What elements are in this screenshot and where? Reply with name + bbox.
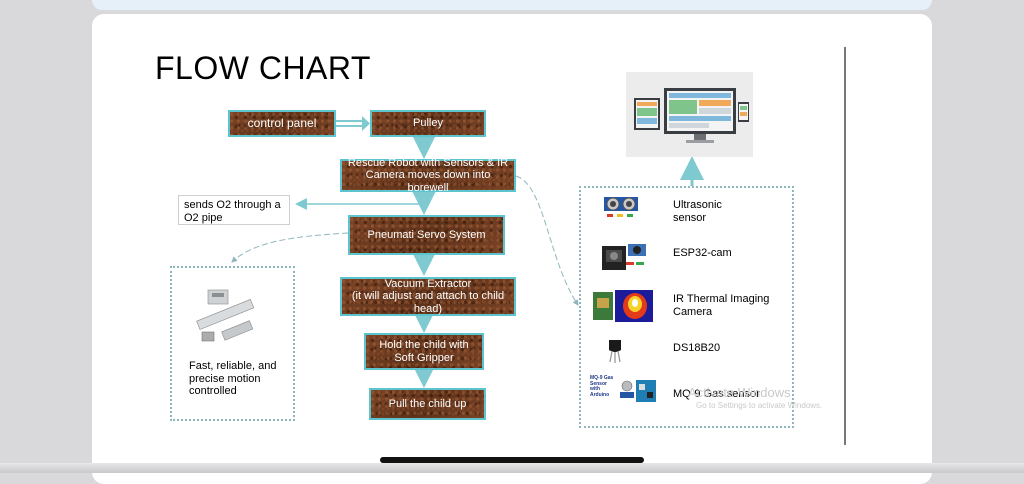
home-indicator-bar[interactable] [380, 457, 644, 463]
sensors-box [579, 186, 794, 428]
sensor-label-thermal: IR Thermal Imaging Camera [673, 293, 770, 318]
arrow-control-to-pulley [336, 116, 370, 131]
vacuum-extractor-desc: (it will adjust and attach to child head… [351, 290, 505, 315]
temperature-sensor-icon [609, 340, 621, 363]
hold-child-label: Hold the child with Soft Gripper [379, 338, 469, 364]
esp32-cam-icon [602, 244, 646, 270]
motion-box: Fast, reliable, and precise motion contr… [170, 266, 295, 421]
arrow-robot-to-sensors [515, 175, 579, 306]
slide-divider-line [844, 47, 846, 445]
gas-sensor-icon: MQ-9 Gas Sensor with Arduino [590, 375, 660, 408]
pulley-box: Pulley [370, 110, 486, 137]
connector-layer [231, 116, 704, 388]
previous-slide-edge [92, 0, 932, 10]
pneumatic-servo-label: Pneumati Servo System [367, 228, 486, 241]
gas-sensor-thumb-text: MQ-9 Gas Sensor with Arduino [590, 375, 614, 398]
vacuum-extractor-box: Vacuum Extractor (it will adjust and att… [340, 277, 516, 316]
pulley-label: Pulley [413, 117, 443, 130]
linear-actuator-icon [196, 289, 255, 342]
rescue-robot-label: Rescue Robot with Sensors & IR Camera mo… [347, 156, 509, 194]
sensor-label-mq9: MQ-9 Gas sensor [673, 388, 760, 400]
pneumatic-servo-box: Pneumati Servo System [348, 215, 505, 255]
arrow-servo-to-motion [231, 232, 349, 263]
o2-note-box: sends O2 through a O2 pipe [178, 195, 290, 225]
control-panel-label: control panel [247, 115, 317, 130]
thermal-camera-icon [593, 290, 653, 322]
responsive-devices-icon [634, 88, 749, 143]
vacuum-extractor-title: Vacuum Extractor [384, 277, 472, 290]
hold-child-box: Hold the child with Soft Gripper [364, 333, 484, 370]
ultrasonic-sensor-icon [604, 197, 638, 217]
sensor-label-esp32: ESP32-cam [673, 247, 732, 259]
rescue-robot-box: Rescue Robot with Sensors & IR Camera mo… [340, 156, 516, 194]
activate-windows-watermark: Activate Windows Go to Settings to activ… [688, 385, 822, 410]
dashboard-devices-image [626, 72, 753, 157]
o2-note-label: sends O2 through a O2 pipe [184, 199, 281, 224]
pull-child-label: Pull the child up [388, 397, 467, 410]
watermark-title: Activate Windows [688, 385, 791, 400]
sensor-label-ds18b20: DS18B20 [673, 342, 721, 354]
sensor-label-ultrasonic: Ultrasonic sensor [673, 199, 722, 224]
watermark-subtitle: Go to Settings to activate Windows. [696, 400, 823, 410]
pull-child-box: Pull the child up [369, 388, 486, 420]
slide-title: FLOW CHART [155, 50, 371, 86]
control-panel-box: control panel [228, 110, 336, 137]
motion-note-label: Fast, reliable, and precise motion contr… [189, 360, 277, 398]
bottom-shade [0, 463, 1024, 473]
